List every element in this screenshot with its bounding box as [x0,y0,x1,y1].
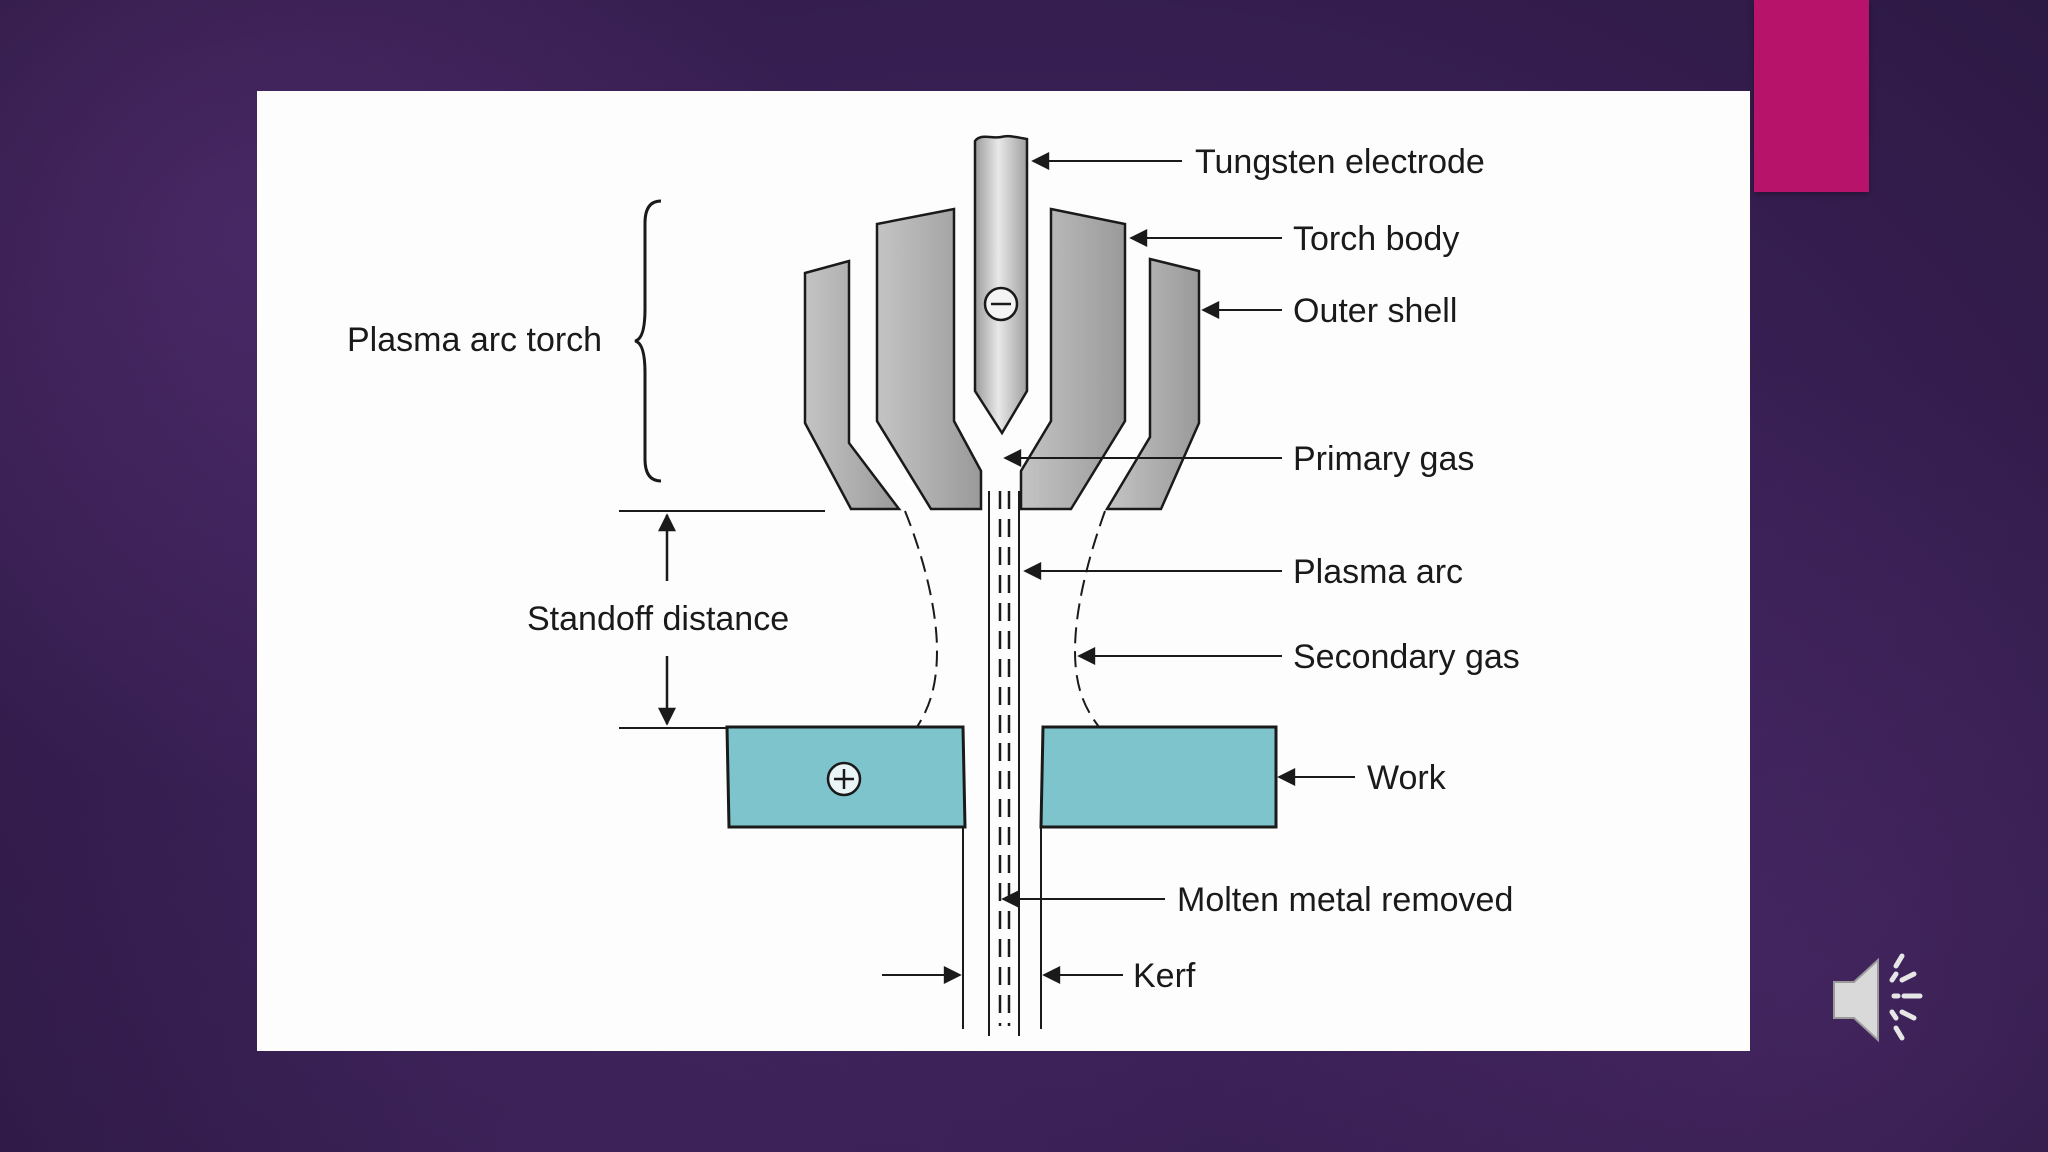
label-secondary-gas: Secondary gas [1293,638,1520,676]
secondary-gas-left [904,510,939,728]
plasma-arc-torch-brace [634,199,662,483]
speaker-icon[interactable] [1830,950,1930,1050]
plasma-arc-diagram: Tungsten electrode Torch body Outer shel… [347,134,1520,1036]
outer-shell-right [1104,257,1201,511]
label-kerf: Kerf [1133,957,1196,995]
label-plasma-arc: Plasma arc [1293,553,1463,591]
secondary-gas-right [1073,510,1106,728]
label-work: Work [1367,759,1447,797]
audio-button[interactable] [1830,950,1930,1050]
label-plasma-arc-torch: Plasma arc torch [347,321,602,359]
label-torch-body: Torch body [1293,220,1459,258]
label-molten-metal-removed: Molten metal removed [1177,881,1513,919]
torch-body-right [1019,207,1127,511]
work-piece-right [1039,725,1278,829]
tungsten-electrode [973,134,1029,436]
label-standoff-distance: Standoff distance [527,600,789,638]
torch-body-left [875,207,983,511]
label-primary-gas: Primary gas [1293,440,1474,478]
accent-block [1754,0,1869,192]
figure-panel: Tungsten electrode Torch body Outer shel… [257,91,1750,1051]
label-outer-shell: Outer shell [1293,292,1457,330]
label-tungsten-electrode: Tungsten electrode [1195,143,1485,181]
outer-shell-left [803,259,902,511]
